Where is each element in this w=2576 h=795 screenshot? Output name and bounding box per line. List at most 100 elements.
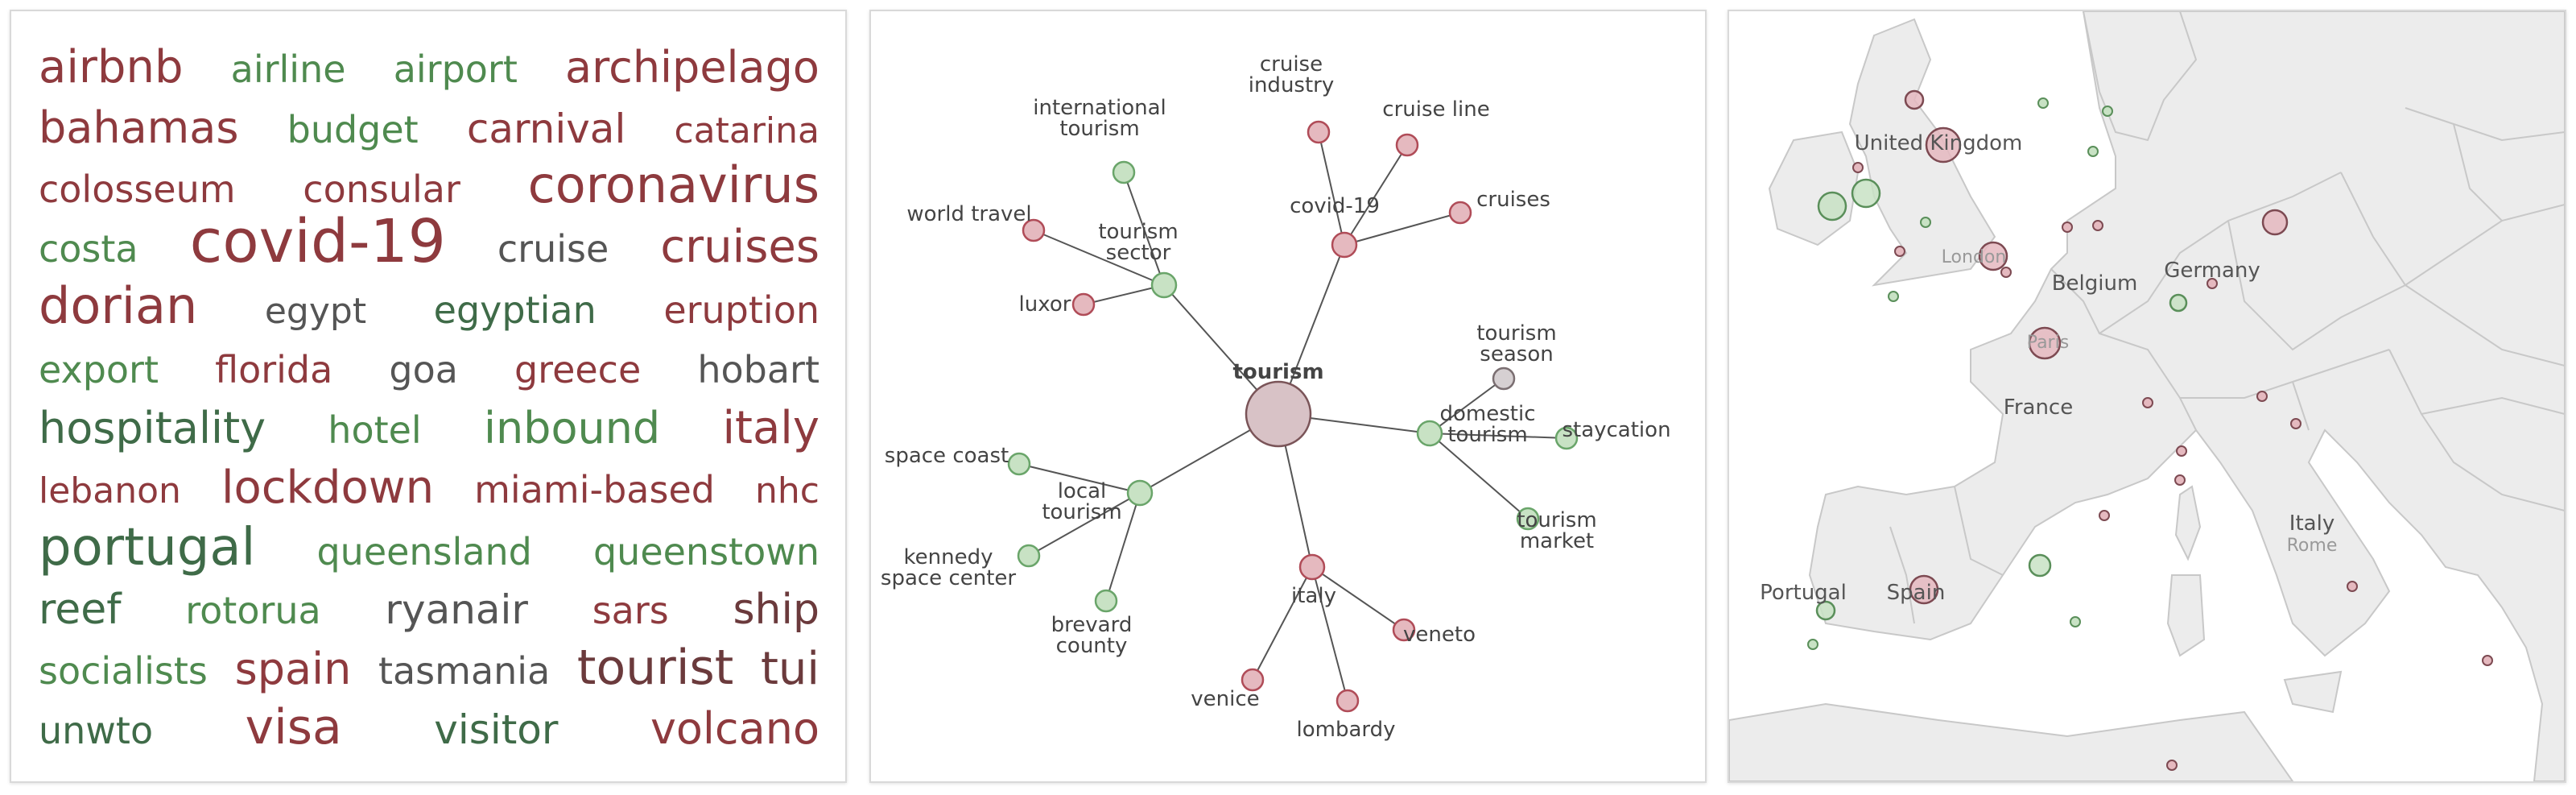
graph-node-leaf[interactable] <box>1448 201 1472 225</box>
cloud-word[interactable]: bahamas <box>39 101 239 153</box>
cloud-word[interactable]: hotel <box>328 408 422 453</box>
cloud-word[interactable]: ryanair <box>385 586 528 634</box>
cloud-word[interactable]: cruise <box>497 227 609 271</box>
graph-node-leaf[interactable] <box>1492 366 1516 391</box>
graph-node-leaf[interactable] <box>1017 544 1041 568</box>
cloud-word[interactable]: tui <box>760 642 819 695</box>
cloud-word[interactable]: colosseum <box>39 168 236 212</box>
cloud-word[interactable]: covid-19 <box>189 207 446 277</box>
cloud-word[interactable]: archipelago <box>565 42 819 93</box>
cloud-word[interactable]: visitor <box>434 706 559 753</box>
cloud-word[interactable]: miami-based <box>474 468 715 512</box>
map-marker-london[interactable] <box>1978 241 2008 271</box>
cloud-word[interactable]: queensland <box>316 529 532 573</box>
map-marker-small[interactable] <box>2092 220 2103 231</box>
map-markers[interactable] <box>1807 89 2493 771</box>
map-marker-small[interactable] <box>1888 291 1899 302</box>
map-marker-small[interactable] <box>1894 246 1905 257</box>
graph-node-leaf[interactable] <box>1007 452 1031 476</box>
map-marker-small[interactable] <box>2347 581 2358 592</box>
cloud-word[interactable]: spain <box>234 643 352 694</box>
map-marker-small[interactable] <box>1807 639 1818 650</box>
cloud-word[interactable]: lockdown <box>221 462 435 515</box>
graph-node-hub[interactable] <box>1416 420 1443 447</box>
cloud-word[interactable]: queenstown <box>592 529 819 573</box>
graph-node-leaf[interactable] <box>1554 426 1579 450</box>
graph-node-leaf[interactable] <box>1516 507 1540 531</box>
graph-node-leaf[interactable] <box>1071 292 1096 317</box>
map-marker-small[interactable] <box>2099 510 2110 521</box>
cloud-word[interactable]: catarina <box>674 110 819 151</box>
cloud-word[interactable]: socialists <box>39 648 208 693</box>
map-marker-spain[interactable] <box>1909 574 1939 605</box>
map-marker-ireland-west[interactable] <box>1817 191 1847 222</box>
map-marker-small[interactable] <box>1920 217 1931 228</box>
map-marker-small[interactable] <box>2166 760 2178 771</box>
map-marker-small[interactable] <box>2482 655 2493 666</box>
graph-node-leaf[interactable] <box>1335 689 1360 713</box>
map-marker-germany-east[interactable] <box>2261 209 2289 236</box>
europe-map[interactable]: United KingdomLondonBelgiumGermanyParisF… <box>1729 11 2565 781</box>
graph-node-leaf[interactable] <box>1022 218 1046 242</box>
cloud-word[interactable]: coronavirus <box>527 155 819 215</box>
map-marker-france-south[interactable] <box>2169 293 2188 313</box>
cloud-word[interactable]: budget <box>287 107 419 151</box>
cloud-word[interactable]: costa <box>39 227 138 271</box>
cloud-word[interactable]: greece <box>514 348 642 392</box>
cloud-word[interactable]: airbnb <box>39 41 184 94</box>
map-marker-small[interactable] <box>2062 222 2073 233</box>
map-marker-small[interactable] <box>2142 397 2153 408</box>
cloud-word[interactable]: ship <box>733 586 819 635</box>
cloud-word[interactable]: cruises <box>660 221 819 274</box>
cloud-word[interactable]: eruption <box>663 288 819 333</box>
cloud-word[interactable]: inbound <box>483 403 661 454</box>
map-marker-small[interactable] <box>2070 616 2081 627</box>
cloud-word[interactable]: italy <box>722 402 819 455</box>
cloud-word[interactable]: dorian <box>39 276 198 336</box>
map-marker-small[interactable] <box>2174 474 2186 486</box>
cloud-word[interactable]: unwto <box>39 708 154 752</box>
map-marker-small[interactable] <box>1852 162 1864 173</box>
graph-node-center[interactable] <box>1245 380 1312 448</box>
cloud-word[interactable]: hobart <box>697 348 819 392</box>
cloud-word[interactable]: tourist <box>576 639 734 696</box>
cloud-word[interactable]: sars <box>592 589 669 633</box>
cloud-word[interactable]: rotorua <box>185 589 321 633</box>
map-marker-small[interactable] <box>2037 97 2049 109</box>
cloud-word[interactable]: carnival <box>466 105 626 152</box>
cloud-word[interactable]: florida <box>215 348 333 392</box>
cloud-word[interactable]: nhc <box>755 470 819 512</box>
map-marker-scotland[interactable] <box>1904 89 1925 110</box>
map-marker-small[interactable] <box>2000 267 2012 278</box>
map-marker-small[interactable] <box>2207 278 2218 289</box>
cloud-word[interactable]: egypt <box>264 291 367 333</box>
map-marker-uk-large[interactable] <box>1925 126 1962 164</box>
cloud-word[interactable]: airline <box>230 48 346 92</box>
cloud-word[interactable]: volcano <box>650 702 819 754</box>
graph-node-leaf[interactable] <box>1241 668 1265 692</box>
graph-node-hub[interactable] <box>1298 553 1326 581</box>
cloud-word[interactable]: export <box>39 348 159 392</box>
cloud-word[interactable]: goa <box>389 348 458 392</box>
map-marker-portugal[interactable] <box>1815 600 1836 621</box>
map-marker-small[interactable] <box>2176 445 2187 457</box>
map-marker-ireland-east[interactable] <box>1851 178 1881 209</box>
graph-node-leaf[interactable] <box>1395 133 1419 157</box>
map-marker-small[interactable] <box>2102 106 2113 117</box>
cloud-word[interactable]: hospitality <box>39 403 266 454</box>
graph-node-hub[interactable] <box>1126 479 1154 507</box>
cloud-word[interactable]: egyptian <box>433 288 597 333</box>
cloud-word[interactable]: lebanon <box>39 470 181 512</box>
map-marker-paris[interactable] <box>2028 326 2062 360</box>
graph-node-leaf[interactable] <box>1112 160 1136 184</box>
map-marker-barcelona[interactable] <box>2028 553 2052 578</box>
cloud-word[interactable]: visa <box>245 698 342 756</box>
cloud-word[interactable]: portugal <box>39 517 256 578</box>
cloud-word[interactable]: tasmania <box>378 648 551 693</box>
map-marker-small[interactable] <box>2290 418 2301 429</box>
map-marker-small[interactable] <box>2256 391 2268 402</box>
map-marker-small[interactable] <box>2087 146 2099 157</box>
graph-node-leaf[interactable] <box>1094 589 1118 613</box>
graph-node-leaf[interactable] <box>1307 120 1331 144</box>
